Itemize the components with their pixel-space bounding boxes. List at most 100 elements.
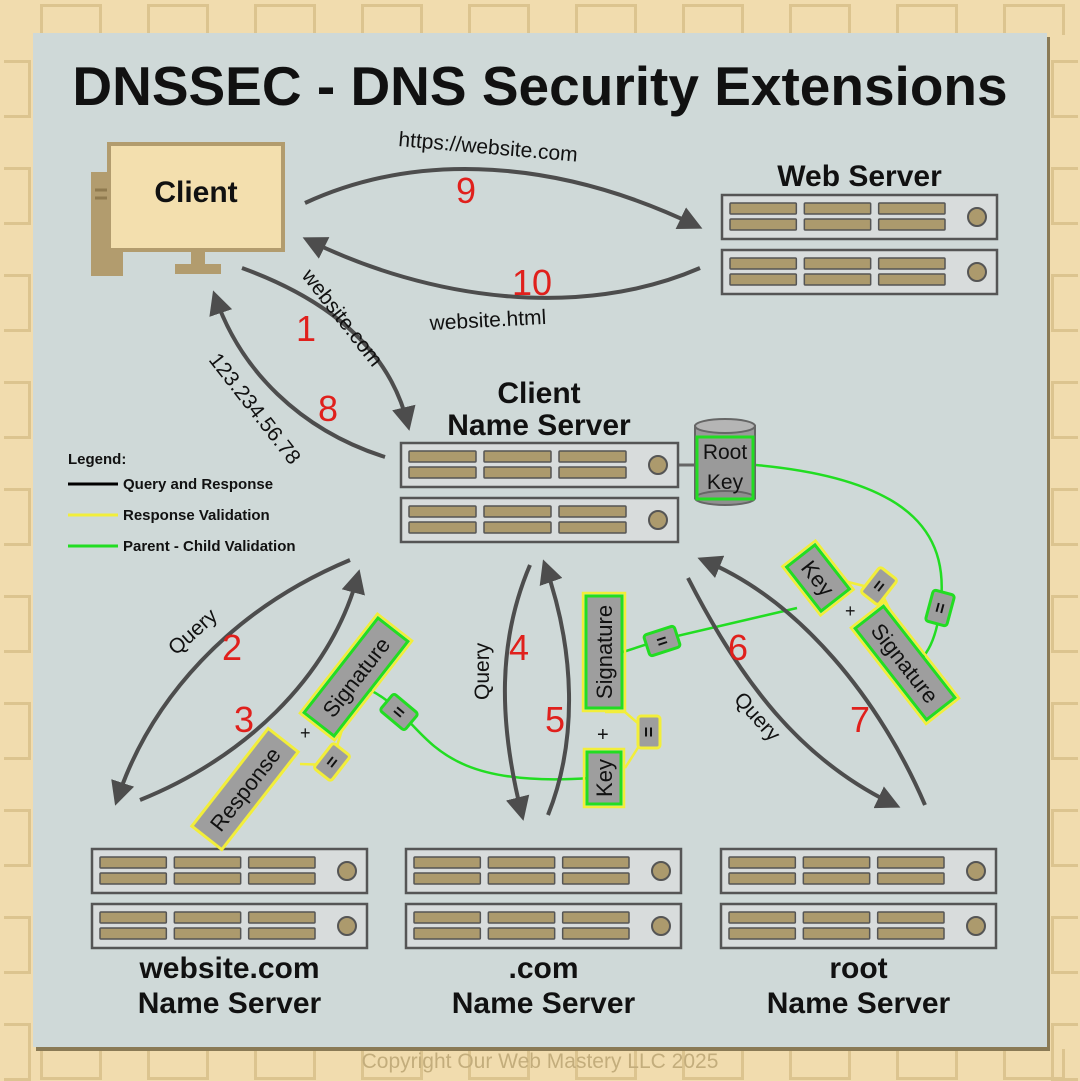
step-number-1: 1 [296,308,317,349]
background-monitor-icon [40,4,102,35]
signature-badge-com: Signature [581,591,627,713]
background-monitor-icon [789,4,851,35]
background-monitor-icon [575,4,637,35]
background-monitor-icon [468,1049,530,1080]
step-number-4: 4 [509,627,530,668]
background-tower-icon [4,595,31,653]
website-ns-rack-1 [90,847,369,895]
root-ns-rack-1 [719,847,998,895]
background-tower-icon [4,167,31,225]
background-monitor-icon [361,1049,423,1080]
background-tower-icon [4,809,31,867]
website-name-server-label-line1: website.com [139,952,320,985]
background-tower-icon [4,60,31,118]
background-tower-icon [4,916,31,974]
equals-chip-root-green: = [924,588,956,628]
equals-chip-com-green: = [642,624,682,658]
client-ns-rack-2 [399,496,680,544]
database-cylinder-icon [694,418,756,506]
background-monitor-icon [896,1049,958,1080]
background-monitor-icon [468,4,530,35]
legend-title: Legend: [68,451,127,468]
equals-chip-website-green: = [379,693,419,731]
svg-text:Key: Key [592,759,617,797]
root-name-server-label-line2: Name Server [766,987,951,1020]
response-badge: Response [189,726,301,852]
svg-text:=: = [639,727,659,738]
legend-item-parent-child-validation: Parent - Child Validation [123,538,296,555]
computer-icon [91,142,285,276]
background-monitor-icon [40,1049,102,1080]
equals-chip-com: = [636,714,662,750]
background-tower-icon [4,381,31,439]
signature-badge-website: Signature [298,612,414,742]
com-name-server-label-line2: Name Server [451,987,636,1020]
svg-text:Signature: Signature [592,605,617,699]
root-ns-rack-2 [719,902,998,950]
https-url-label: https://website.com [398,128,579,167]
step-number-2: 2 [222,627,243,668]
plus-sign-root: + [845,601,856,621]
copyright-footer: Copyright Our Web Mastery LLC 2025 [361,1050,719,1073]
background-tower-icon [1051,60,1078,118]
com-ns-rack-1 [404,847,683,895]
background-tower-icon [1051,274,1078,332]
svg-text:=: = [929,600,951,615]
background-monitor-icon [147,1049,209,1080]
background-tower-icon [1051,809,1078,867]
background-monitor-icon [1003,1049,1065,1080]
legend-swatches [68,482,118,548]
background-monitor-icon [682,4,744,35]
background-monitor-icon [575,1049,637,1080]
background-monitor-icon [254,1049,316,1080]
step-number-5: 5 [545,699,566,740]
step-number-8: 8 [318,388,339,429]
web-server-label: Web Server [777,160,942,193]
query-label-4: Query [471,642,494,700]
web-server-rack-1 [720,193,999,241]
background-tower-icon [1051,702,1078,760]
client-label: Client [154,176,238,209]
web-server-rack-2 [720,248,999,296]
background-tower-icon [1051,381,1078,439]
background-tower-icon [4,488,31,546]
plus-sign-com: + [597,724,609,746]
step-number-10: 10 [512,262,553,303]
key-badge-root: Key [780,538,856,618]
step-number-9: 9 [456,170,477,211]
page-title: DNSSEC - DNS Security Extensions [72,55,1008,117]
background-tower-icon [4,274,31,332]
step-number-6: 6 [728,627,749,668]
website-html-label: website.html [428,306,547,335]
legend-item-query-response: Query and Response [123,476,274,493]
client-ns-rack-1 [399,441,680,489]
background-monitor-icon [361,4,423,35]
website-name-server-label-line2: Name Server [137,987,322,1020]
background-tower-icon [1051,916,1078,974]
client-name-server-label-line2: Name Server [447,409,631,442]
background-tower-icon [1051,167,1078,225]
equals-chip-root: = [860,566,898,606]
background-monitor-icon [1003,4,1065,35]
client-name-server-label-line1: Client [497,377,581,410]
query-response-arrows [111,167,927,821]
query-label-2: Query [164,604,222,660]
equals-chip-website: = [313,742,351,782]
background-tower-icon [1051,595,1078,653]
com-ns-rack-2 [404,902,683,950]
root-name-server-label-line1: root [829,952,888,985]
background-monitor-icon [896,4,958,35]
step-number-3: 3 [234,699,255,740]
background-monitor-icon [682,1049,744,1080]
root-key-label-line2: Key [707,471,744,494]
website-ns-rack-2 [90,902,369,950]
background-tower-icon [1051,488,1078,546]
background-monitor-icon [789,1049,851,1080]
plus-sign-website: + [300,723,311,743]
background-monitor-icon [254,4,316,35]
com-name-server-label-line1: .com [508,952,579,985]
background-monitor-icon [147,4,209,35]
step-number-7: 7 [850,699,871,740]
root-key-label-line1: Root [703,441,748,464]
